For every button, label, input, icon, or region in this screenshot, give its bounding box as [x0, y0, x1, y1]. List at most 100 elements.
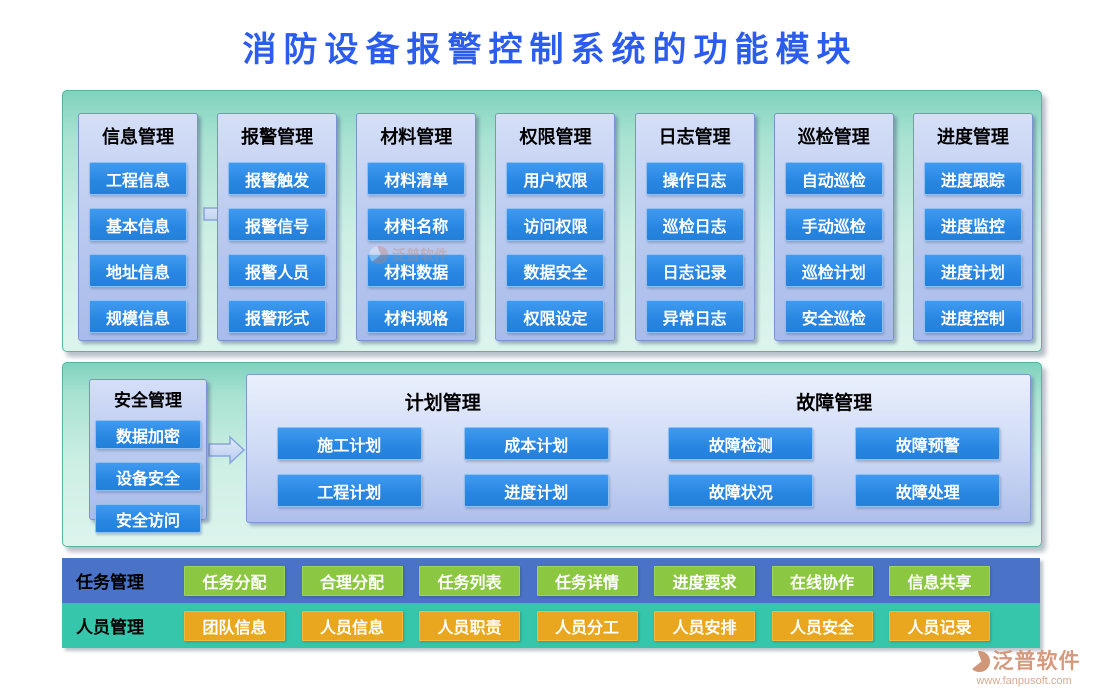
module-column: 权限管理 用户权限 访问权限 数据安全 权限设定	[495, 113, 616, 341]
plan-button[interactable]: 进度计划	[463, 474, 609, 507]
brand-name: 泛普软件	[992, 649, 1081, 673]
plan-button[interactable]: 成本计划	[463, 427, 609, 460]
module-button[interactable]: 规模信息	[89, 300, 187, 333]
plan-header: 计划管理	[404, 393, 481, 414]
module-button[interactable]: 报警人员	[228, 254, 327, 287]
module-button[interactable]: 进度计划	[923, 254, 1022, 287]
module-button[interactable]: 自动巡检	[784, 162, 883, 195]
band-button[interactable]: 人员分工	[536, 610, 638, 641]
plan-section: 计划管理 施工计划 成本计划 工程计划 进度计划	[247, 375, 639, 522]
fault-header: 故障管理	[796, 393, 873, 414]
security-button[interactable]: 安全访问	[95, 504, 201, 533]
band-button[interactable]: 任务分配	[184, 565, 285, 596]
band-button[interactable]: 团队信息	[184, 610, 285, 641]
band-button[interactable]: 合理分配	[301, 565, 403, 596]
module-column-items: 材料清单 材料名称 材料数据 材料规格	[367, 162, 466, 333]
module-button[interactable]: 巡检计划	[784, 254, 883, 287]
band-row: 任务管理 任务分配 合理分配 任务列表 任务详情 进度要求 在线协作	[62, 558, 1040, 603]
plan-buttons: 施工计划 成本计划 工程计划 进度计划	[276, 427, 609, 507]
module-button[interactable]: 工程信息	[89, 162, 187, 195]
fault-button[interactable]: 故障处理	[855, 474, 1001, 507]
module-button[interactable]: 日志记录	[645, 254, 744, 287]
module-button[interactable]: 地址信息	[89, 254, 187, 287]
module-column: 巡检管理 自动巡检 手动巡检 巡检计划 安全巡检	[773, 113, 894, 341]
module-column: 日志管理 操作日志 巡检日志 日志记录 异常日志	[634, 113, 755, 341]
band-button[interactable]: 人员安全	[771, 610, 873, 641]
band-button[interactable]: 人员安排	[654, 610, 755, 641]
module-button[interactable]: 数据安全	[506, 254, 605, 287]
band-button[interactable]: 进度要求	[654, 565, 755, 596]
security-button[interactable]: 数据加密	[95, 420, 201, 449]
module-button[interactable]: 操作日志	[645, 162, 744, 195]
module-column-items: 操作日志 巡检日志 日志记录 异常日志	[645, 162, 744, 333]
module-button[interactable]: 材料清单	[367, 162, 466, 195]
band-label: 人员管理	[76, 618, 144, 637]
module-column: 材料管理 材料清单 材料名称 材料数据 材料规格	[356, 113, 477, 341]
module-button[interactable]: 材料名称	[367, 208, 466, 241]
module-column: 报警管理 报警触发 报警信号 报警人员 报警形式	[217, 113, 338, 341]
plan-fault-panel: 计划管理 施工计划 成本计划 工程计划 进度计划 故障管理	[246, 374, 1031, 523]
module-column-items: 进度跟踪 进度监控 进度计划 进度控制	[923, 162, 1022, 333]
band-button[interactable]: 在线协作	[771, 565, 873, 596]
footer-brand: 泛普软件 www.fanpusoft.com	[952, 650, 1096, 687]
module-column-items: 工程信息 基本信息 地址信息 规模信息	[89, 162, 187, 333]
module-column-header: 巡检管理	[797, 127, 870, 147]
band-label: 任务管理	[76, 573, 144, 592]
plan-button[interactable]: 工程计划	[276, 474, 422, 507]
band-button[interactable]: 人员职责	[419, 610, 520, 641]
fault-button[interactable]: 故障预警	[855, 427, 1001, 460]
module-button[interactable]: 进度控制	[923, 300, 1022, 333]
band-row: 人员管理 团队信息 人员信息 人员职责 人员分工 人员安排 人员安全	[62, 603, 1040, 648]
security-items: 数据加密 设备安全 安全访问	[95, 420, 201, 533]
module-button[interactable]: 进度监控	[923, 208, 1022, 241]
flow-arrow-icon	[208, 434, 246, 471]
module-column: 信息管理 工程信息 基本信息 地址信息 规模信息	[78, 113, 198, 341]
bottom-bands: 任务管理 任务分配 合理分配 任务列表 任务详情 进度要求 在线协作	[62, 558, 1040, 648]
security-header: 安全管理	[114, 391, 182, 410]
module-columns: 信息管理 工程信息 基本信息 地址信息 规模信息	[78, 113, 1033, 341]
module-button[interactable]: 材料规格	[367, 300, 466, 333]
band-button[interactable]: 任务详情	[536, 565, 638, 596]
module-button[interactable]: 用户权限	[506, 162, 605, 195]
brand-logo-icon	[967, 650, 990, 673]
fault-button[interactable]: 故障检测	[668, 427, 814, 460]
module-button[interactable]: 安全巡检	[784, 300, 883, 333]
module-column: 进度管理 进度跟踪 进度监控 进度计划 进度控制	[912, 113, 1033, 341]
module-button[interactable]: 报警形式	[228, 300, 327, 333]
module-button[interactable]: 基本信息	[89, 208, 187, 241]
module-button[interactable]: 进度跟踪	[923, 162, 1022, 195]
band-button[interactable]: 信息共享	[889, 565, 990, 596]
module-column-header: 权限管理	[519, 127, 592, 147]
plan-button[interactable]: 施工计划	[276, 427, 422, 460]
module-button[interactable]: 报警触发	[228, 162, 327, 195]
module-button[interactable]: 材料数据	[367, 254, 466, 287]
module-column-items: 报警触发 报警信号 报警人员 报警形式	[228, 162, 327, 333]
brand-url[interactable]: www.fanpusoft.com	[976, 675, 1072, 687]
security-button[interactable]: 设备安全	[95, 462, 201, 491]
fault-section: 故障管理 故障检测 故障预警 故障状况 故障处理	[639, 375, 1031, 522]
module-column-items: 用户权限 访问权限 数据安全 权限设定	[506, 162, 605, 333]
module-column-header: 报警管理	[241, 127, 314, 147]
module-button[interactable]: 异常日志	[645, 300, 744, 333]
security-plan-panel: 安全管理 数据加密 设备安全 安全访问 计划管理	[62, 362, 1042, 547]
band-buttons: 团队信息 人员信息 人员职责 人员分工 人员安排 人员安全 人员记录	[184, 610, 990, 641]
module-button[interactable]: 巡检日志	[645, 208, 744, 241]
band-buttons: 任务分配 合理分配 任务列表 任务详情 进度要求 在线协作 信息共享	[184, 565, 990, 596]
module-button[interactable]: 手动巡检	[784, 208, 883, 241]
module-column-header: 日志管理	[658, 127, 731, 147]
module-button[interactable]: 访问权限	[506, 208, 605, 241]
fault-button[interactable]: 故障状况	[668, 474, 814, 507]
modules-panel: 信息管理 工程信息 基本信息 地址信息 规模信息	[62, 90, 1042, 352]
security-box: 安全管理 数据加密 设备安全 安全访问	[89, 379, 207, 533]
band-button[interactable]: 任务列表	[419, 565, 520, 596]
band-button[interactable]: 人员记录	[889, 610, 990, 641]
module-column-header: 进度管理	[936, 127, 1009, 147]
module-button[interactable]: 权限设定	[506, 300, 605, 333]
module-column-items: 自动巡检 手动巡检 巡检计划 安全巡检	[784, 162, 883, 333]
module-column-header: 材料管理	[380, 127, 453, 147]
module-button[interactable]: 报警信号	[228, 208, 327, 241]
band-button[interactable]: 人员信息	[301, 610, 403, 641]
page-title: 消防设备报警控制系统的功能模块	[242, 32, 858, 69]
module-column-header: 信息管理	[102, 127, 174, 147]
